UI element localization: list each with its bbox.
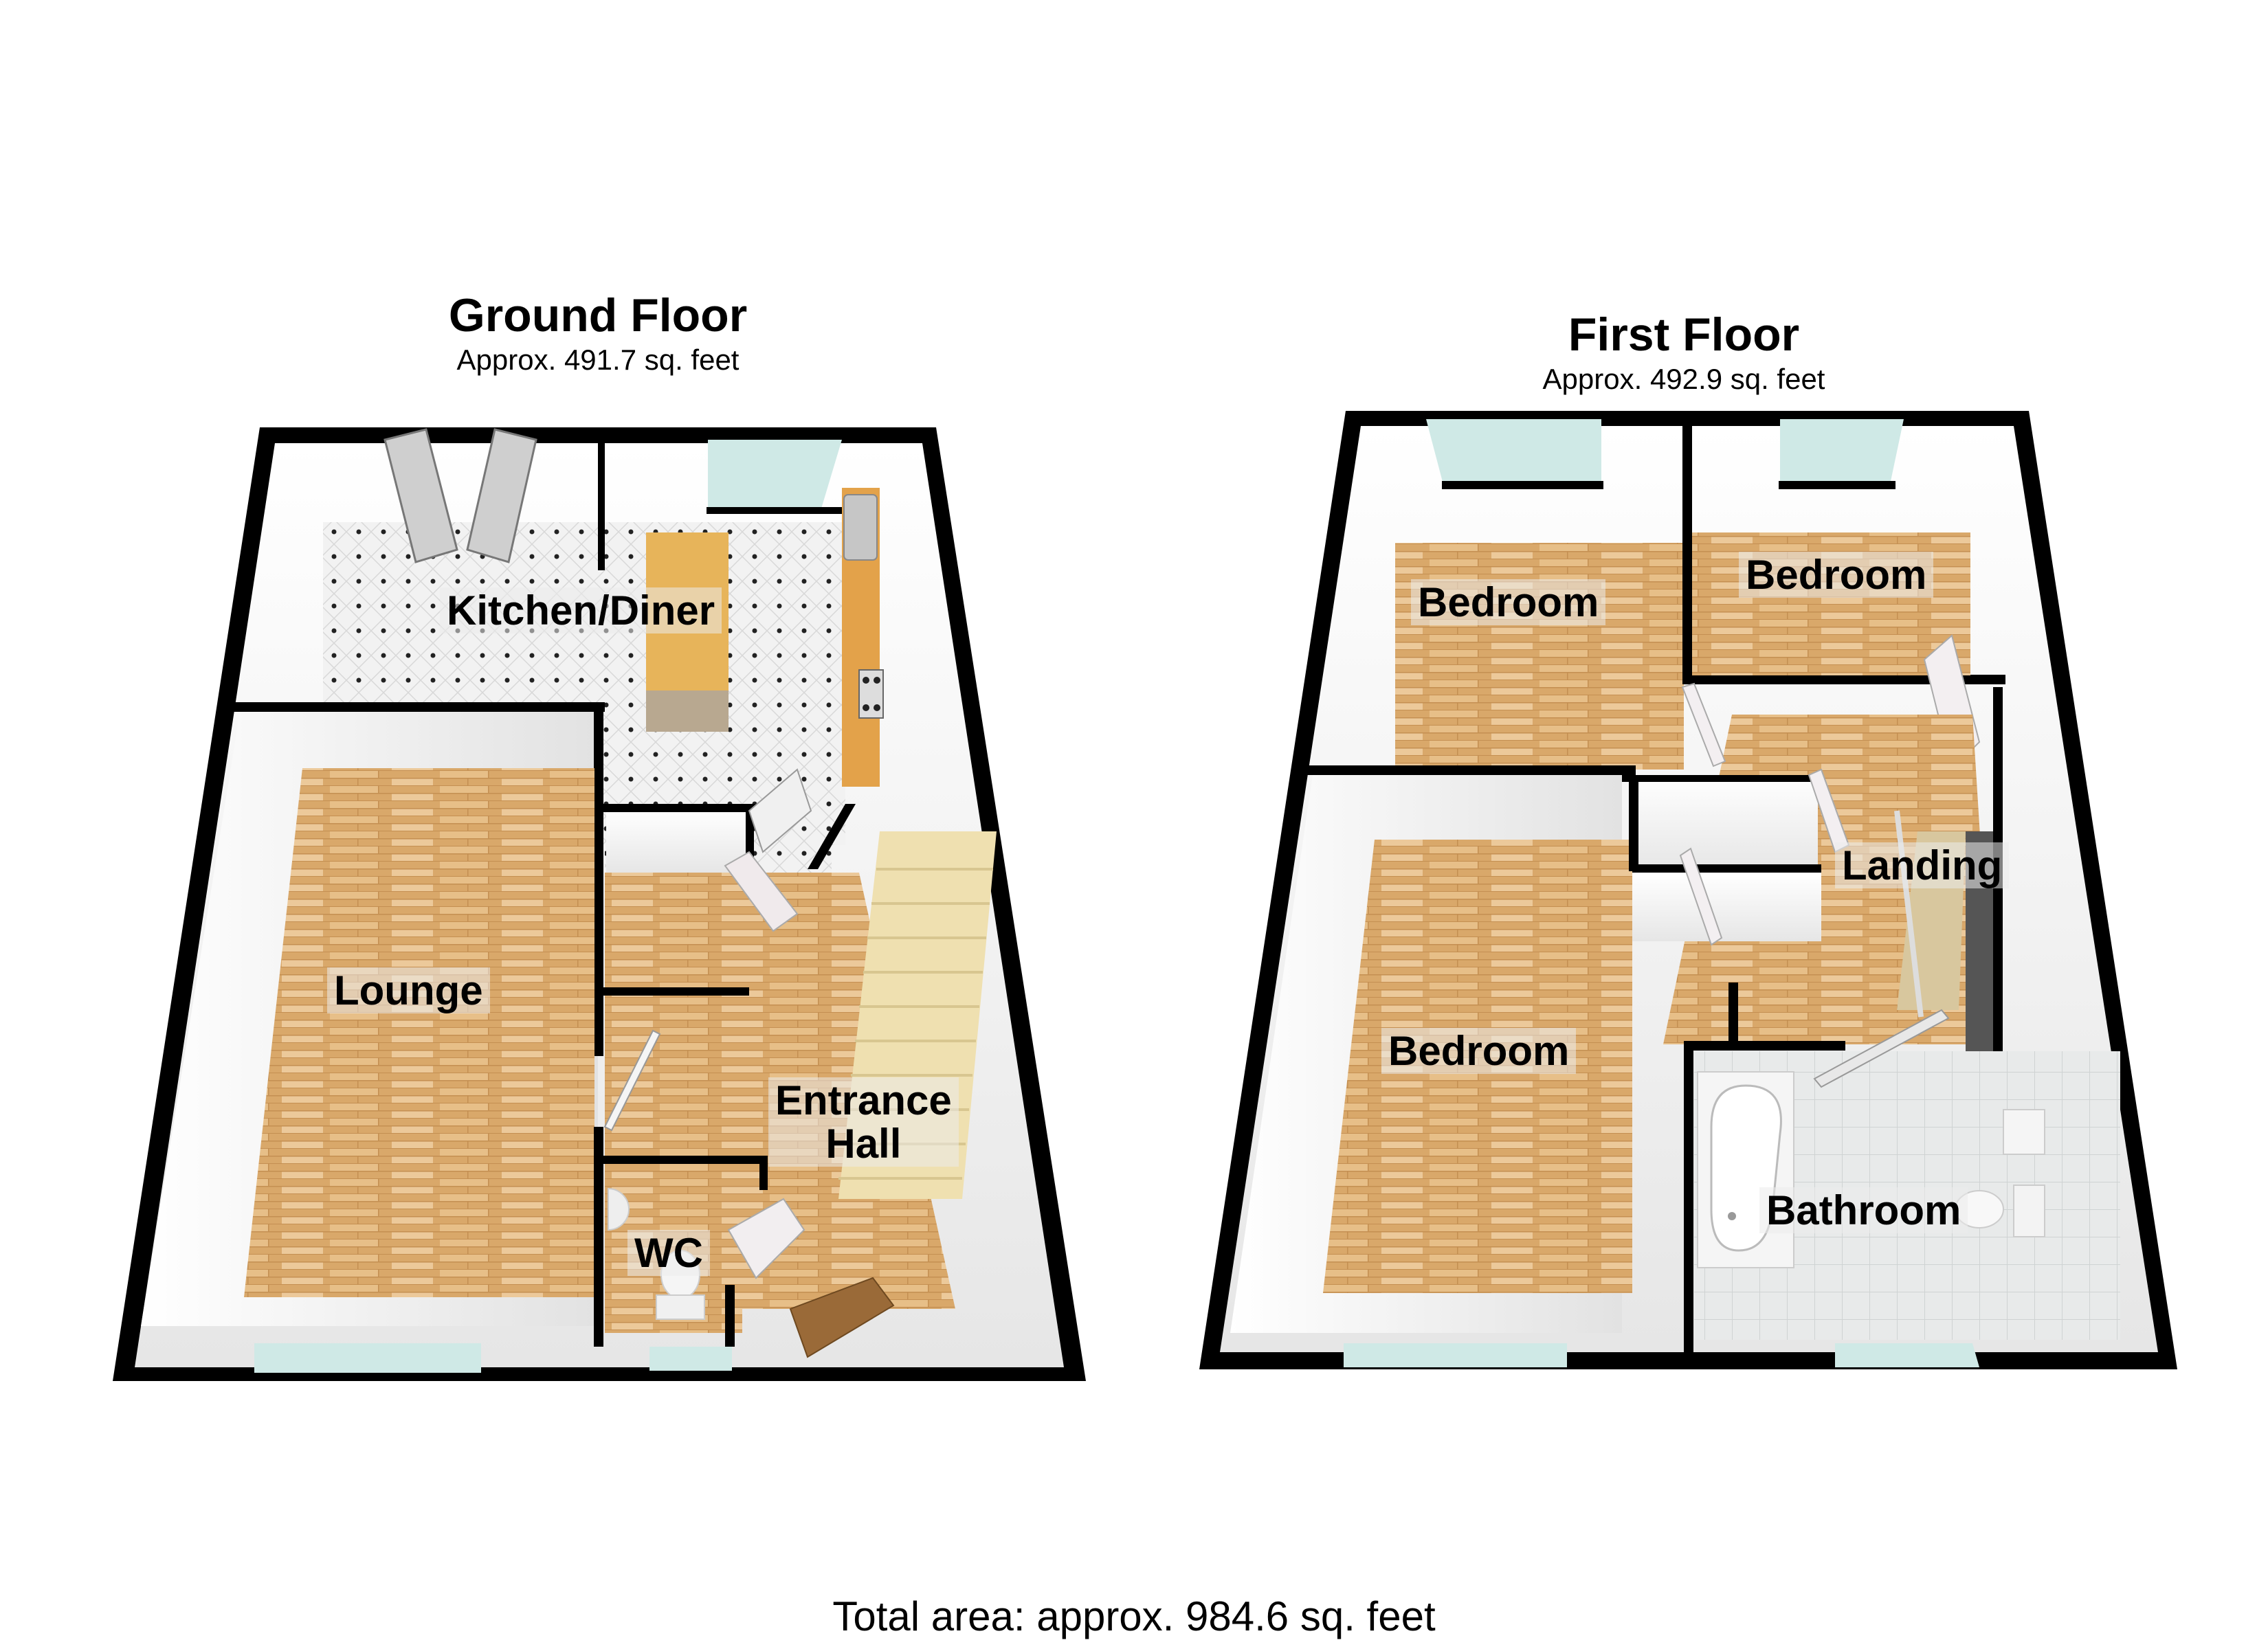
total-area: Total area: approx. 984.6 sq. feet xyxy=(832,1593,1436,1639)
kitchen-island-base xyxy=(646,691,729,732)
wc-window xyxy=(649,1347,732,1371)
room-label-lounge: Lounge xyxy=(327,967,490,1013)
first-floor-area: Approx. 492.9 sq. feet xyxy=(1542,363,1825,395)
room-label-wc: WC xyxy=(627,1230,710,1276)
airing-cupboard-wall2 xyxy=(1622,864,1821,873)
bedroom1-window-sill xyxy=(1442,481,1603,489)
wc-door-icon xyxy=(727,1198,805,1279)
wc-wall-top xyxy=(601,1156,766,1164)
bedroom1-window xyxy=(1426,419,1601,484)
bedroom1-floor xyxy=(1395,543,1684,770)
first-floor-name: First Floor xyxy=(1568,309,1800,361)
first-divider-wall-v xyxy=(1682,412,1692,684)
stair-wall xyxy=(808,804,856,869)
first-floor-title: First Floor Approx. 492.9 sq. feet xyxy=(1471,311,1897,396)
lounge-east-wall xyxy=(594,702,603,1056)
cupboard-wall-bottom xyxy=(601,987,749,996)
front-door-icon xyxy=(789,1277,895,1358)
bathroom-window xyxy=(1835,1343,1979,1367)
hob-icon xyxy=(858,669,884,719)
kitchen-window-sill xyxy=(707,507,844,514)
room-label-bedroom-rear: Bedroom xyxy=(1381,1028,1577,1074)
ground-floor-plan xyxy=(113,427,1086,1381)
kitchen-window xyxy=(708,440,842,508)
bedroom3-door-icon xyxy=(1679,847,1723,946)
cupboard-lower xyxy=(1622,873,1821,941)
bathroom-wall-top xyxy=(1684,1041,1845,1051)
wc-wall-right xyxy=(759,1156,768,1190)
bedroom1-door-icon xyxy=(1681,682,1726,767)
room-label-bedroom-front-right: Bedroom xyxy=(1739,552,1934,598)
first-mid-wall xyxy=(1306,765,1636,775)
basin-icon xyxy=(608,1187,630,1231)
airing-cupboard-wall xyxy=(1622,775,1821,782)
room-label-bathroom: Bathroom xyxy=(1759,1187,1968,1233)
lounge-floor xyxy=(244,768,594,1297)
lounge-window xyxy=(254,1343,481,1373)
cupboard-wall-top xyxy=(601,804,756,812)
lounge-door-icon xyxy=(603,1029,661,1132)
lounge-wall-divider xyxy=(234,702,605,712)
wc-wall-east xyxy=(725,1285,735,1347)
room-label-landing: Landing xyxy=(1835,842,2010,888)
first-floor-plan xyxy=(1199,411,2177,1369)
first-divider-wall-h xyxy=(1682,675,2005,684)
room-label-kitchen-diner: Kitchen/Diner xyxy=(440,587,722,633)
kitchen-door-icon xyxy=(748,768,812,853)
ground-floor-title: Ground Floor Approx. 491.7 sq. feet xyxy=(385,292,811,377)
hall-cupboard-wall xyxy=(606,811,754,873)
bathroom-wall-left xyxy=(1684,1041,1693,1367)
bedroom3-east-wall xyxy=(1629,775,1638,871)
room-label-bedroom-front-left: Bedroom xyxy=(1411,579,1606,625)
french-doors-icon xyxy=(383,428,537,563)
kitchen-sink xyxy=(843,494,878,561)
bedroom2-window-sill xyxy=(1779,481,1895,489)
bedroom2-window xyxy=(1780,419,1904,484)
bedroom3-window xyxy=(1344,1343,1567,1367)
ground-floor-area: Approx. 491.7 sq. feet xyxy=(456,344,740,376)
bathroom-wall-stub xyxy=(1728,983,1738,1044)
ground-floor-name: Ground Floor xyxy=(448,289,748,341)
bathroom-basin-icon xyxy=(2003,1109,2045,1155)
airing-cupboard xyxy=(1632,775,1818,871)
bathtub-icon xyxy=(1697,1071,1794,1268)
room-label-entrance-hall: Entrance Hall xyxy=(768,1077,959,1167)
kitchen-partition xyxy=(598,433,605,570)
shower-screen-icon xyxy=(1813,1009,1950,1088)
cupboard-door-icon xyxy=(724,851,799,932)
wc-wall-left xyxy=(594,1127,603,1347)
